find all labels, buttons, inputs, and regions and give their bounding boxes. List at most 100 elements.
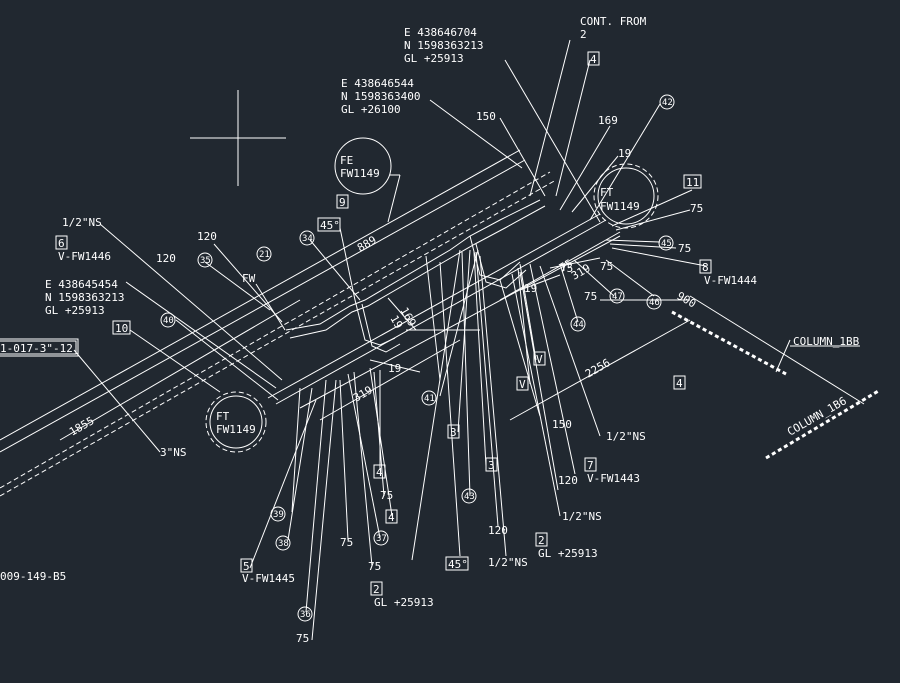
dim-19-a: 19 — [387, 313, 405, 331]
bubble-40[interactable]: 40 — [160, 312, 176, 328]
size-half-ns-c: 1/2"NS — [562, 510, 602, 523]
valve-v1443: V-FW1443 — [587, 472, 640, 485]
coord-mid-e: E 438646544 — [341, 77, 414, 90]
box-tag-9[interactable]: 9 — [336, 194, 349, 209]
bubble-39-text: 39 — [273, 510, 284, 520]
line-ref-box — [0, 338, 79, 357]
label-75-g: 75 — [560, 262, 573, 275]
box-tag-v-a[interactable]: V — [533, 351, 546, 366]
size-half-ns-d: 1/2"NS — [488, 556, 528, 569]
label-120-b: 120 — [156, 252, 176, 265]
line-ref: 1-017-3"-12 — [0, 342, 73, 355]
box-tag-6[interactable]: 6 — [55, 235, 68, 250]
label-75-f: 75 — [600, 260, 613, 273]
bubble-21[interactable]: 21 — [256, 246, 272, 262]
dim-19-d: 19 — [618, 147, 631, 160]
box-4b-text: 4 — [676, 377, 683, 390]
bubble-47-text: 47 — [612, 292, 623, 302]
box-5-text: 5 — [243, 560, 250, 573]
coord-mid-n: N 1598363400 — [341, 90, 420, 103]
dimension-lines — [59, 231, 691, 441]
bubble-38-text: 38 — [278, 539, 289, 549]
ft-right-tag: FT — [600, 186, 614, 199]
fe-tag: FE — [340, 154, 353, 167]
box-tag-8[interactable]: 8 — [699, 259, 712, 274]
column-label-b: COLUMN_1B6 — [785, 394, 849, 438]
bubble-21-text: 21 — [259, 250, 270, 260]
box-tag-4b[interactable]: 4 — [673, 375, 686, 390]
bubble-47[interactable]: 47 — [609, 288, 625, 304]
drawing-ref: 009-149-B5 — [0, 570, 66, 583]
angle-a-text: 45° — [320, 219, 340, 232]
bubble-42[interactable]: 42 — [659, 94, 675, 110]
bubble-37[interactable]: 37 — [373, 530, 389, 546]
label-gl-b: GL +25913 — [374, 596, 434, 609]
box-2a-text: 2 — [538, 534, 545, 547]
label-75-c: 75 — [340, 536, 353, 549]
box-tag-4a[interactable]: 4 — [587, 51, 600, 66]
coord-mid-gl: GL +26100 — [341, 103, 401, 116]
dim-75-a: 75 — [557, 257, 575, 275]
box-tag-7[interactable]: 7 — [584, 457, 597, 472]
column-lines — [671, 295, 881, 460]
box-6-text: 6 — [58, 237, 65, 250]
box-vA-text: V — [536, 353, 543, 366]
bubble-40-text: 40 — [163, 316, 174, 326]
bubble-44[interactable]: 44 — [570, 316, 586, 332]
dim-900: 900 — [675, 289, 699, 310]
box-9-text: 9 — [339, 196, 346, 209]
bubble-41[interactable]: 41 — [421, 390, 437, 406]
box-10-text: 10 — [115, 322, 128, 335]
box-tag-10[interactable]: 10 — [112, 320, 131, 335]
angle-box-b: 45° — [445, 556, 469, 571]
box-tag-3a[interactable]: 3 — [447, 424, 460, 439]
bubble-46-text: 46 — [649, 298, 660, 308]
bubble-36-text: 36 — [300, 610, 311, 620]
box-tag-11[interactable]: 11 — [683, 174, 702, 189]
box-11-text: 11 — [686, 176, 699, 189]
label-150-b: 150 — [552, 418, 572, 431]
bubble-45-text: 45 — [661, 239, 672, 249]
box-tag-v-b[interactable]: V — [516, 376, 529, 391]
box-tag-5[interactable]: 5 — [240, 558, 253, 573]
ft-left-number: FW1149 — [216, 423, 256, 436]
box-2b-text: 2 — [373, 583, 380, 596]
valve-v1446: V-FW1446 — [58, 250, 111, 263]
box-tag-4d[interactable]: 4 — [385, 509, 398, 524]
bubble-41-text: 41 — [424, 394, 435, 404]
bubble-46[interactable]: 46 — [646, 294, 662, 310]
coord-top-n: N 1598363213 — [404, 39, 483, 52]
dim-889: 889 — [355, 233, 379, 254]
label-150-a: 150 — [476, 110, 496, 123]
crosshair-cursor — [190, 90, 286, 186]
dim-2256: 2256 — [583, 356, 612, 381]
fe-instrument-circle[interactable]: FE FW1149 — [334, 137, 392, 195]
valve-v1445: V-FW1445 — [242, 572, 295, 585]
box-3b-text: 3 — [488, 459, 495, 472]
bubble-35[interactable]: 35 — [197, 252, 213, 268]
main-pipe-run — [0, 149, 621, 497]
bubble-43[interactable]: 43 — [461, 488, 477, 504]
ft-instrument-circle-left[interactable]: FT FW1149 — [205, 391, 267, 453]
bubble-38[interactable]: 38 — [275, 535, 291, 551]
dim-319-a: 319 — [351, 383, 375, 404]
angle-box-a: 45° — [317, 217, 341, 232]
label-75-d: 75 — [368, 560, 381, 573]
bubble-39[interactable]: 39 — [270, 506, 286, 522]
bubble-34[interactable]: 34 — [299, 230, 315, 246]
label-75-e: 75 — [296, 632, 309, 645]
label-120-a: 120 — [197, 230, 217, 243]
coord-block-top: E 438646704 N 1598363213 GL +25913 — [404, 26, 483, 65]
box-tag-2b[interactable]: 2 — [370, 581, 383, 596]
bubble-36[interactable]: 36 — [297, 606, 313, 622]
dim-169-b: 169 — [598, 114, 618, 127]
box-4c-text: 4 — [376, 466, 383, 479]
box-tag-4c[interactable]: 4 — [373, 464, 386, 479]
box-tag-2a[interactable]: 2 — [535, 532, 548, 547]
label-120-d: 120 — [488, 524, 508, 537]
box-tag-3b[interactable]: 3 — [485, 457, 498, 472]
ft-instrument-circle-right[interactable]: FT FW1149 — [593, 163, 659, 229]
bubble-45[interactable]: 45 — [658, 235, 674, 251]
coord-top-e: E 438646704 — [404, 26, 477, 39]
